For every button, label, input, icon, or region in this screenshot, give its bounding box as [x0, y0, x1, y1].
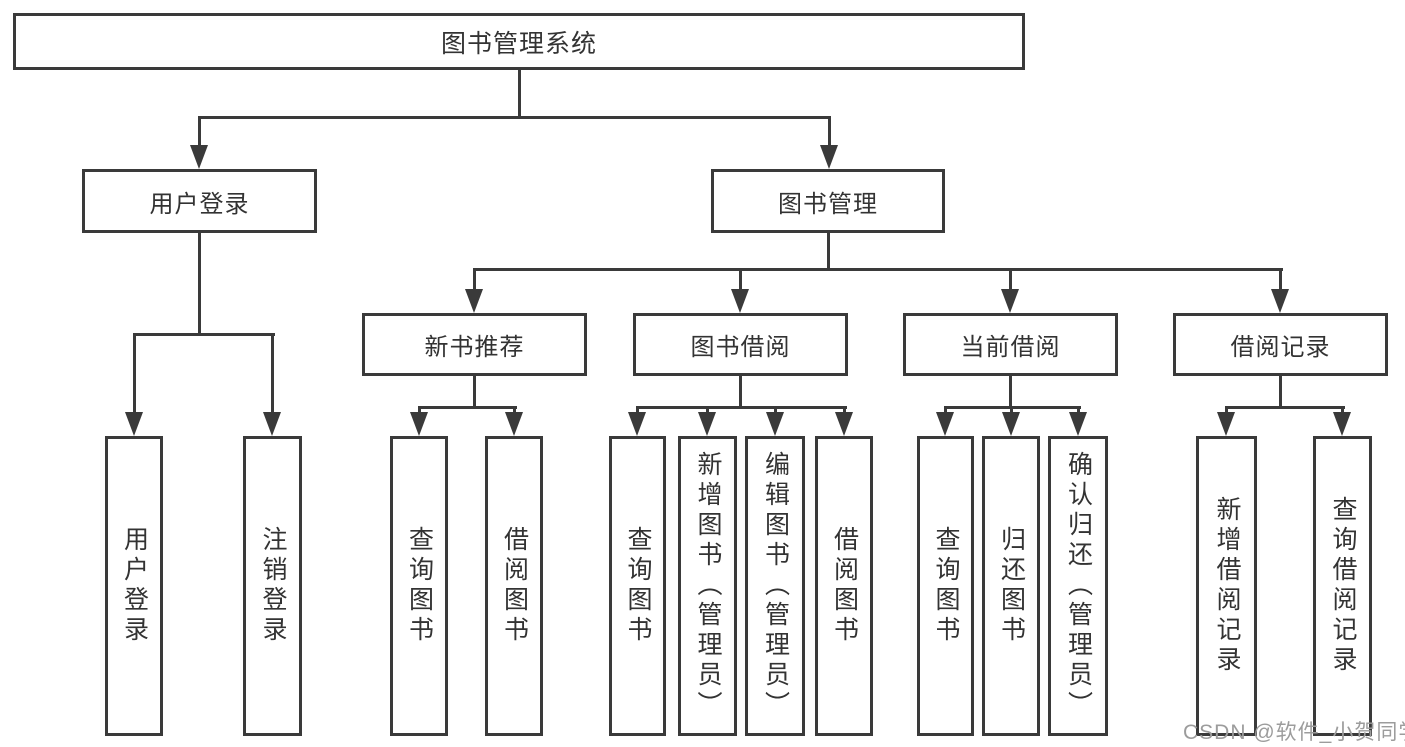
leaf-borrow-add-books-admin: 新增图书（管理员） — [678, 436, 737, 736]
connector-line — [773, 406, 777, 415]
connector-line — [417, 406, 517, 409]
connector-line — [472, 268, 1283, 271]
connector-line — [197, 116, 201, 147]
connector-line — [635, 406, 847, 409]
arrow-down-icon — [820, 145, 838, 169]
node-label: 新书推荐 — [424, 334, 525, 361]
arrow-down-icon — [698, 412, 716, 436]
arrow-down-icon — [1271, 289, 1289, 313]
connector-line — [517, 70, 521, 117]
watermark: CSDN @软件_小贺同学 — [1183, 721, 1405, 744]
node-label: 借阅记录 — [1230, 334, 1331, 361]
connector-line — [512, 406, 516, 415]
arrow-down-icon — [410, 412, 428, 436]
leaf-label: 新增借阅记录 — [1213, 496, 1241, 676]
leaf-borrow-edit-books-admin: 编辑图书（管理员） — [745, 436, 805, 736]
node-borrow-records: 借阅记录 — [1173, 313, 1388, 376]
connector-line — [1076, 406, 1080, 415]
connector-line — [738, 268, 742, 292]
arrow-down-icon — [1217, 412, 1235, 436]
arrow-down-icon — [835, 412, 853, 436]
leaf-logout-login: 注销登录 — [243, 436, 302, 736]
connector-line — [635, 406, 639, 415]
connector-line — [1340, 406, 1344, 415]
leaf-current-query-books: 查询图书 — [917, 436, 974, 736]
connector-line — [842, 406, 846, 415]
connector-line — [705, 406, 709, 415]
connector-line — [827, 116, 831, 147]
connector-line — [472, 268, 476, 292]
leaf-label: 归还图书 — [997, 526, 1026, 646]
connector-line — [943, 406, 947, 415]
leaf-borrow-borrow-books: 借阅图书 — [815, 436, 873, 736]
node-current-borrow: 当前借阅 — [903, 313, 1118, 376]
node-user-login: 用户登录 — [82, 169, 317, 233]
arrow-down-icon — [731, 289, 749, 313]
leaf-newbooks-query-books: 查询图书 — [390, 436, 448, 736]
leaf-label: 注销登录 — [259, 526, 287, 646]
arrow-down-icon — [1001, 289, 1019, 313]
leaf-label: 查询图书 — [405, 526, 434, 646]
node-library-system: 图书管理系统 — [13, 13, 1025, 70]
leaf-label: 借阅图书 — [830, 526, 859, 646]
leaf-records-add-record: 新增借阅记录 — [1196, 436, 1257, 736]
leaf-label: 查询图书 — [932, 526, 960, 646]
arrow-down-icon — [465, 289, 483, 313]
node-book-borrow: 图书借阅 — [633, 313, 848, 376]
arrow-down-icon — [125, 412, 143, 436]
arrow-down-icon — [1002, 412, 1020, 436]
arrow-down-icon — [628, 412, 646, 436]
leaf-label: 确认归还（管理员） — [1064, 451, 1093, 721]
connector-line — [132, 333, 136, 414]
node-label: 用户登录 — [149, 190, 250, 218]
node-new-book-recommend: 新书推荐 — [362, 313, 587, 376]
leaf-label: 查询图书 — [624, 526, 652, 646]
leaf-label: 借阅图书 — [500, 526, 529, 646]
node-label: 图书借阅 — [690, 334, 791, 361]
arrow-down-icon — [1069, 412, 1087, 436]
leaf-records-query-record: 查询借阅记录 — [1313, 436, 1372, 736]
connector-line — [417, 406, 421, 415]
leaf-label: 新增图书（管理员） — [694, 451, 722, 721]
connector-line — [197, 233, 201, 336]
arrow-down-icon — [505, 412, 523, 436]
arrow-down-icon — [936, 412, 954, 436]
arrow-down-icon — [766, 412, 784, 436]
leaf-current-confirm-return-admin: 确认归还（管理员） — [1048, 436, 1108, 736]
connector-line — [270, 333, 274, 414]
connector-line — [1278, 268, 1282, 292]
arrow-down-icon — [263, 412, 281, 436]
connector-line — [738, 376, 742, 409]
arrow-down-icon — [190, 145, 208, 169]
leaf-current-return-books: 归还图书 — [982, 436, 1040, 736]
connector-line — [1224, 406, 1228, 415]
connector-line — [1224, 406, 1345, 409]
leaf-user-login: 用户登录 — [105, 436, 163, 736]
leaf-label: 编辑图书（管理员） — [761, 451, 790, 721]
node-book-management: 图书管理 — [711, 169, 945, 233]
node-label: 图书管理系统 — [440, 29, 597, 58]
connector-line — [132, 333, 275, 336]
connector-line — [1278, 376, 1282, 409]
leaf-borrow-query-books: 查询图书 — [609, 436, 666, 736]
connector-line — [197, 116, 831, 119]
connector-line — [1009, 406, 1013, 415]
connector-line — [1008, 376, 1012, 409]
leaf-label: 查询借阅记录 — [1329, 496, 1357, 676]
leaf-label: 用户登录 — [120, 526, 149, 646]
node-label: 当前借阅 — [960, 334, 1061, 361]
connector-line — [1008, 268, 1012, 292]
node-label: 图书管理 — [778, 190, 878, 218]
connector-line — [826, 233, 830, 271]
connector-line — [472, 376, 476, 409]
leaf-newbooks-borrow-books: 借阅图书 — [485, 436, 543, 736]
arrow-down-icon — [1333, 412, 1351, 436]
